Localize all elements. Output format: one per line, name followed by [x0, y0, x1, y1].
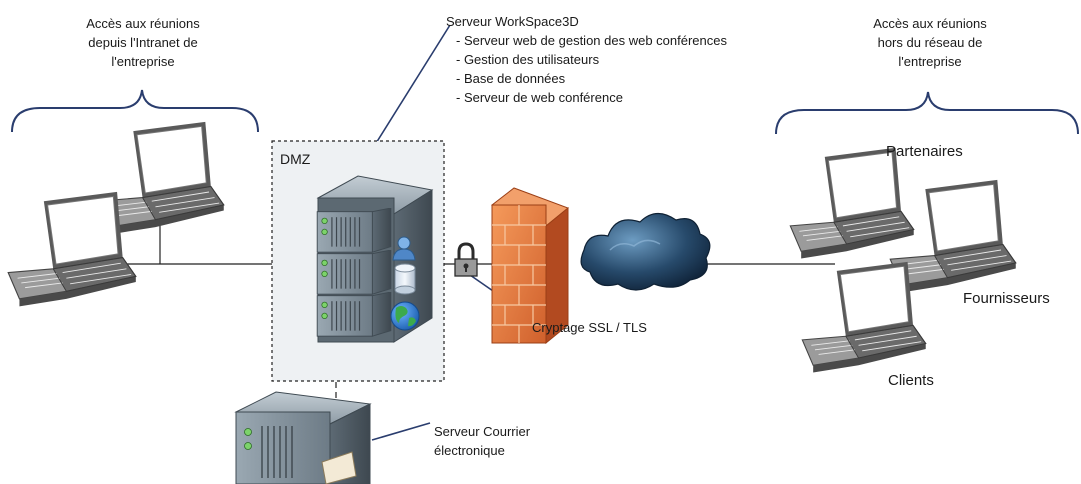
mail-pointer — [371, 422, 431, 441]
laptop-icon — [801, 261, 927, 374]
intranet-brace — [11, 89, 259, 133]
workspace-server-item: - Base de données — [456, 71, 566, 86]
database-icon — [394, 263, 416, 295]
suppliers-label: Fournisseurs — [963, 290, 1050, 307]
workspace-pointer — [367, 24, 451, 157]
workspace-server-item: - Gestion des utilisateurs — [456, 52, 600, 67]
workspace-server-item: - Serveur web de gestion des web confére… — [456, 33, 727, 48]
dmz-label: DMZ — [280, 151, 311, 167]
workspace-server-title: Serveur WorkSpace3D — [446, 14, 579, 29]
clients-label: Clients — [888, 372, 934, 389]
laptop-icon — [889, 179, 1017, 294]
mail-server-icon — [234, 391, 372, 484]
user-icon — [392, 236, 416, 261]
workspace-server-label: Serveur WorkSpace3D - Serveur web de ges… — [446, 12, 806, 107]
firewall-icon — [490, 187, 569, 345]
mail-server-label: Serveur Courrier électronique — [434, 424, 531, 458]
encryption-label: Cryptage SSL / TLS — [532, 320, 647, 335]
external-brace — [775, 91, 1079, 135]
intranet-access-label: Accès aux réunions depuis l'Intranet de … — [86, 16, 200, 69]
globe-icon — [390, 301, 420, 331]
laptop-icon — [789, 147, 915, 260]
workspace-server-item: - Serveur de web conférence — [456, 90, 623, 105]
partners-label: Partenaires — [886, 143, 963, 160]
padlock-icon — [454, 242, 478, 277]
external-access-label: Accès aux réunions hors du réseau de l'e… — [873, 16, 987, 69]
cloud-icon — [580, 212, 711, 291]
laptop-icon — [7, 191, 137, 307]
